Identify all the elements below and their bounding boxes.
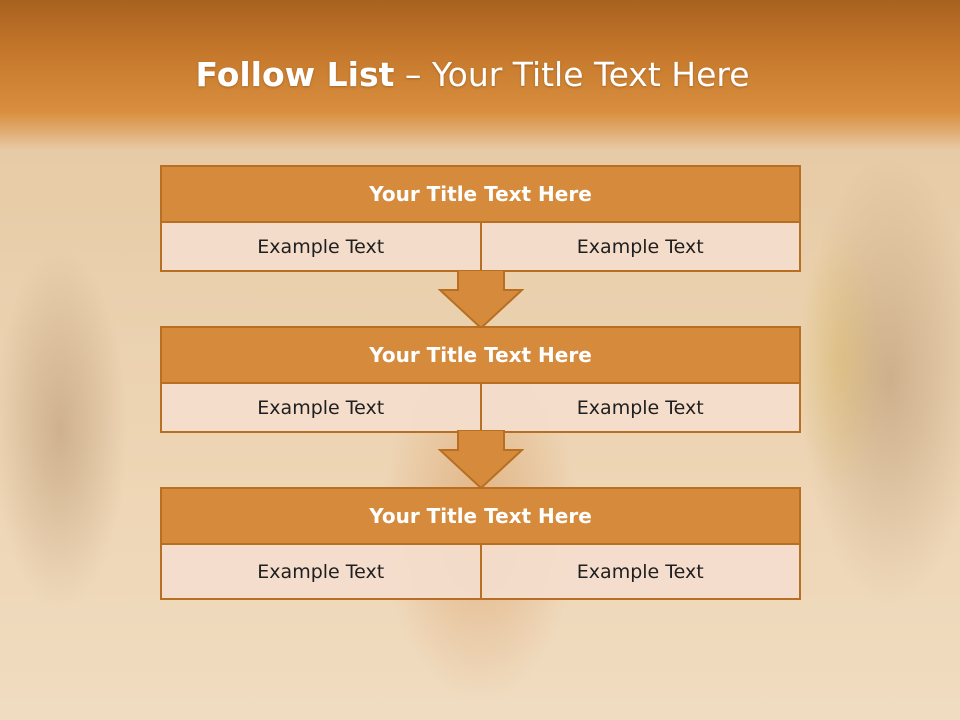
slide-title-rest: – Your Title Text Here (394, 55, 750, 94)
block-row: Example Text Example Text (160, 545, 801, 600)
block-cell-left: Example Text (162, 223, 480, 270)
block-title: Your Title Text Here (160, 487, 801, 545)
block-title: Your Title Text Here (160, 326, 801, 384)
block-row: Example Text Example Text (160, 223, 801, 272)
follow-list-block-2: Your Title Text Here Example Text Exampl… (160, 326, 801, 433)
follow-list-block-3: Your Title Text Here Example Text Exampl… (160, 487, 801, 600)
down-arrow-icon (438, 270, 524, 330)
follow-list-block-1: Your Title Text Here Example Text Exampl… (160, 165, 801, 272)
down-arrow-icon (438, 430, 524, 490)
block-cell-right: Example Text (479, 223, 799, 270)
block-row: Example Text Example Text (160, 384, 801, 433)
block-cell-left: Example Text (162, 545, 480, 598)
block-title: Your Title Text Here (160, 165, 801, 223)
slide-title: Follow List – Your Title Text Here (0, 52, 945, 98)
block-cell-right: Example Text (479, 384, 799, 431)
block-cell-left: Example Text (162, 384, 480, 431)
slide-title-bold: Follow List (195, 55, 395, 94)
title-band (0, 0, 960, 150)
block-cell-right: Example Text (479, 545, 799, 598)
